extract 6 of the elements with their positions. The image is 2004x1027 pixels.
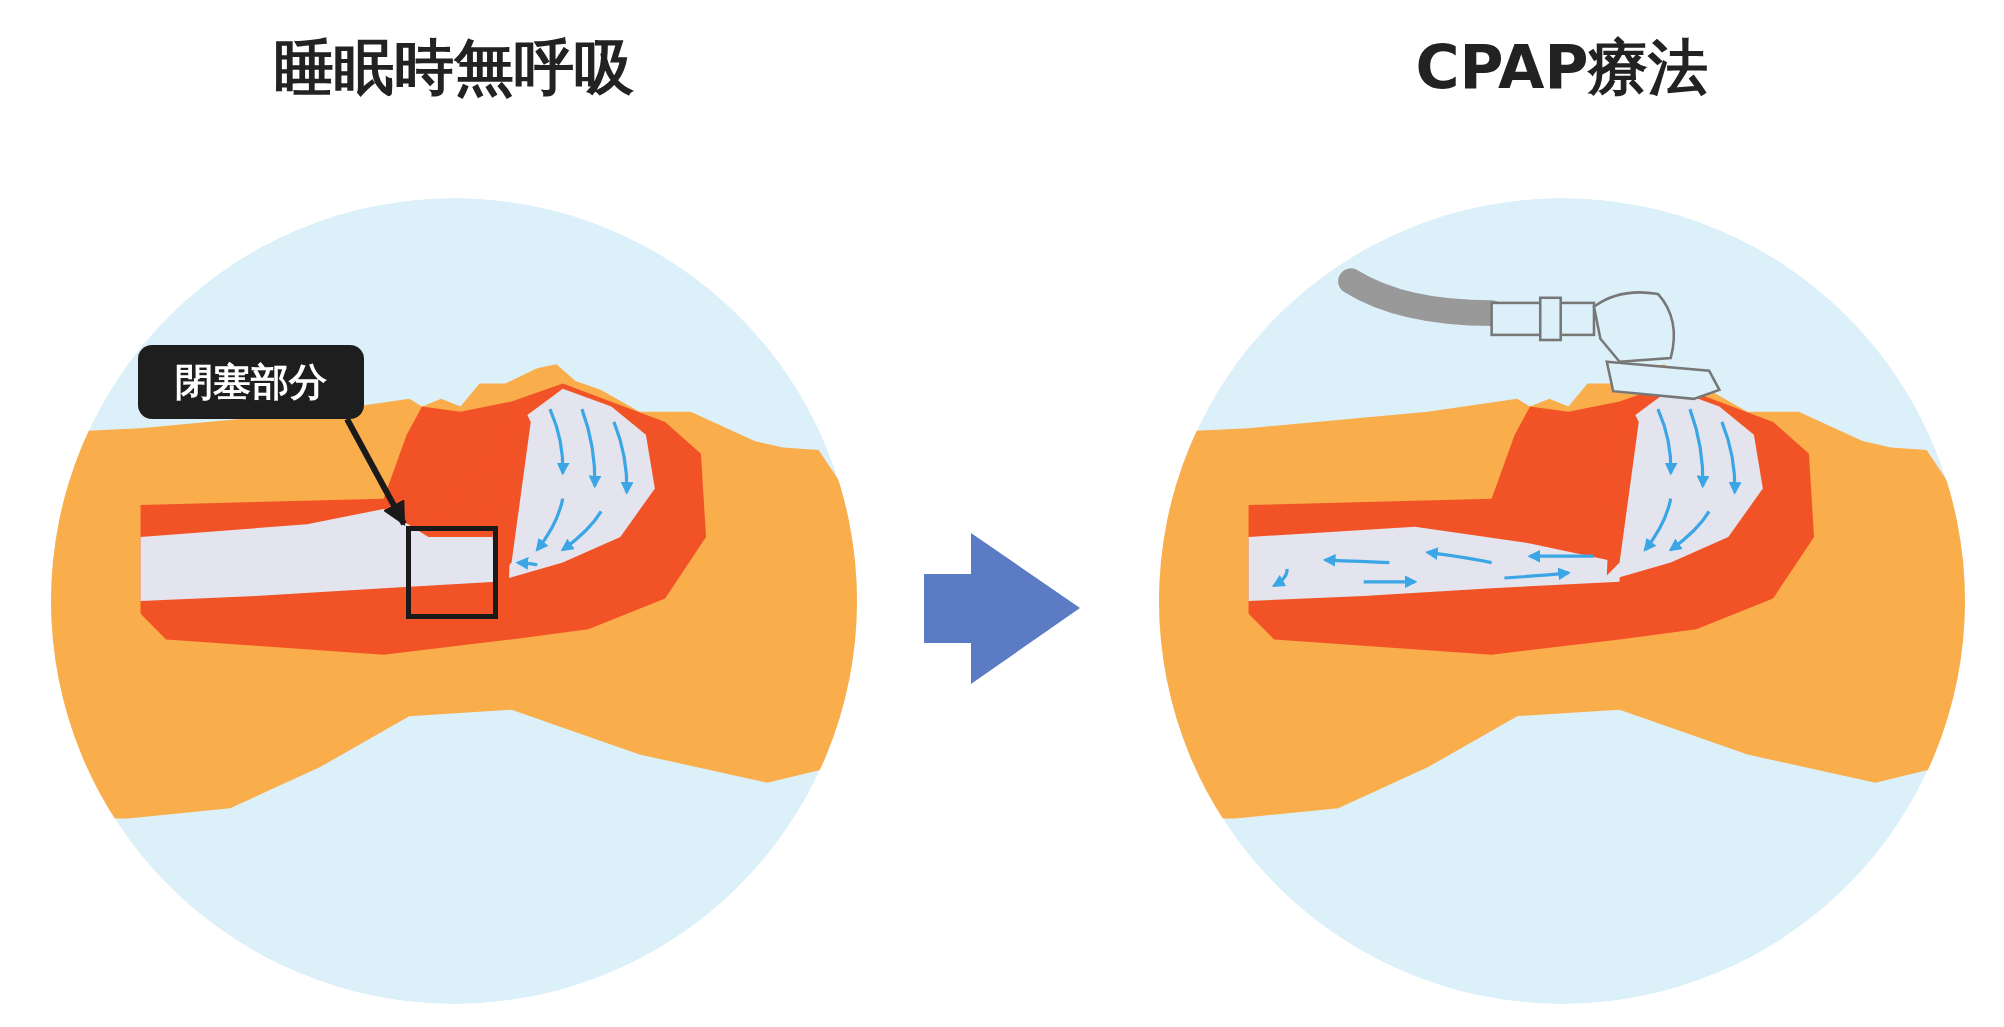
leader-arrow — [344, 417, 407, 527]
highlight-frame — [406, 526, 498, 619]
panel-title: 睡眠時無呼吸 — [274, 31, 634, 104]
panel-title: CPAP療法 — [1415, 31, 1709, 104]
block-arrow — [924, 533, 1080, 684]
callout-label: 閉塞部分 — [138, 345, 364, 419]
